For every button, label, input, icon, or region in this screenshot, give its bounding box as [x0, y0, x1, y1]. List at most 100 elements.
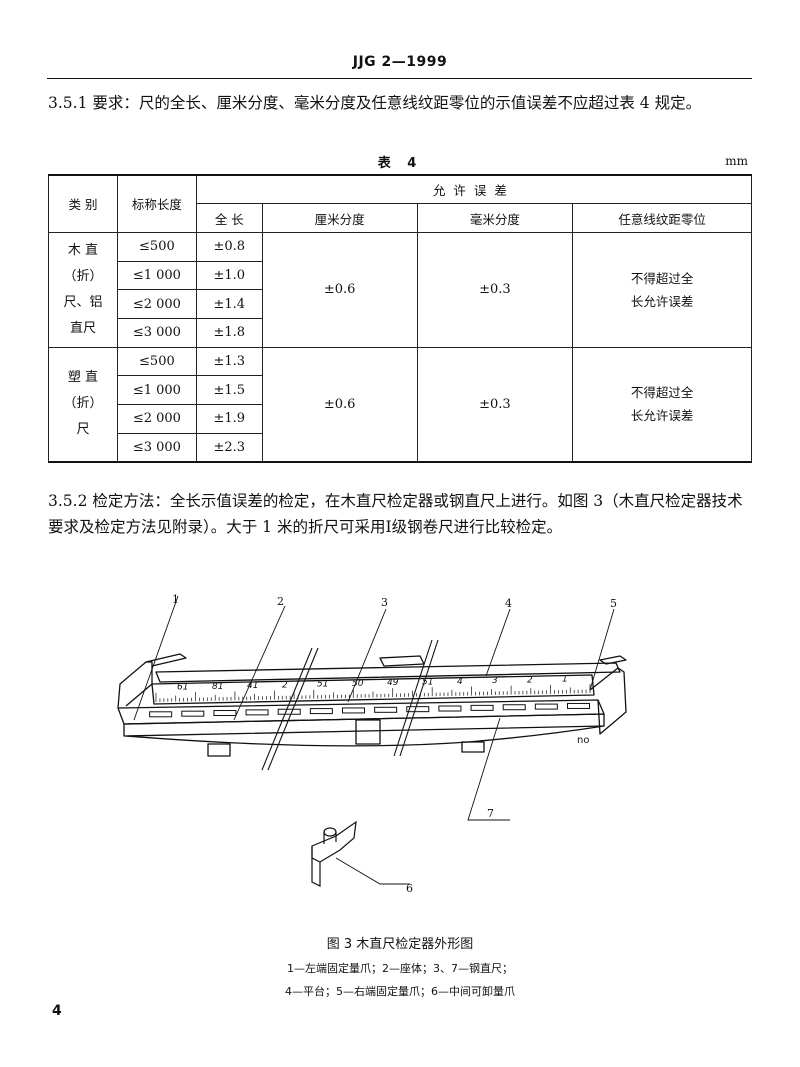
category-line: 尺、铝 [63, 294, 103, 310]
nominal-length-cell: ≤1 000 [116, 375, 197, 405]
header-category: 类 别 [48, 174, 118, 233]
right-fixed-jaw-bracket [599, 655, 627, 665]
base-slot [534, 703, 558, 710]
base-slot [181, 710, 205, 717]
figure-caption: 图 3 木直尺检定器外形图 [326, 937, 474, 952]
figure-legend-line: 4—平台；5—右端固定量爪；6—中间可卸量爪 [285, 985, 515, 998]
base-slot [309, 708, 333, 715]
error-table: 类 别 标称长度 允许误差 全 长 厘米分度 毫米分度 任意线纹距零位 木 直 … [48, 174, 753, 463]
scale-number: 41 [247, 681, 258, 691]
full-length-error-cell: ±1.5 [195, 375, 263, 405]
nominal-length-cell: ≤3 000 [116, 317, 197, 348]
leader-line-4 [485, 608, 511, 677]
base-slot [438, 705, 462, 712]
leader-line-1 [133, 595, 179, 721]
table-row: ≤1 000 ±1.0 [49, 260, 752, 291]
leader-line-6 [335, 857, 410, 885]
platform-top [155, 662, 621, 683]
table-caption: 表 4 [377, 156, 423, 171]
right-fixed-jaw [589, 667, 627, 735]
base-underside [125, 725, 605, 747]
leader-line-7 [467, 717, 510, 821]
remark-line: 不得超过全 [630, 385, 694, 401]
table-unit: mm [725, 154, 748, 168]
scale-number: 4 [457, 677, 463, 687]
base-slot [470, 704, 494, 711]
callout-2: 2 [277, 595, 284, 608]
base-slots [149, 702, 590, 718]
page-number: 4 [52, 1003, 62, 1019]
scale-number: 3 [492, 676, 498, 686]
mm-division-error-cell: ±0.3 [416, 231, 574, 348]
full-length-error-cell: ±1.3 [195, 346, 263, 377]
scale-number: 1 [562, 675, 568, 685]
scale-number: 50 [352, 679, 364, 689]
base-slot [406, 706, 430, 713]
middle-removable-jaw [311, 820, 357, 887]
left-fixed-jaw [117, 661, 153, 709]
leader-line-5 [589, 608, 615, 691]
table-row: ≤3 000 ±2.3 [49, 432, 752, 463]
remark-line: 长允许误差 [630, 293, 694, 309]
table-row: ≤3 000 ±1.8 [49, 317, 752, 348]
full-length-error-cell: ±1.4 [195, 289, 263, 319]
nominal-length-cell: ≤2 000 [116, 404, 197, 434]
category-plastic: 塑 直 （折） 尺 [48, 346, 118, 463]
base-slot [374, 706, 398, 713]
figure-legend-line: 1—左端固定量爪；2—座体；3、7—钢直尺； [287, 962, 513, 975]
category-line: 直尺 [69, 320, 96, 336]
scale-strip [151, 674, 595, 705]
section-3-5-2: 3.5.2 检定方法：全长示值误差的检定，在木直尺检定器或钢直尺上进行。如图 3… [48, 492, 743, 536]
base-foot [207, 743, 231, 757]
callout-3: 3 [381, 596, 388, 609]
leader-line-3 [347, 608, 387, 703]
header-mm-division: 毫米分度 [416, 203, 574, 233]
header-rule [47, 78, 752, 79]
category-line: 木 直 [67, 242, 99, 258]
base-slot [245, 709, 269, 716]
category-line: 尺 [76, 422, 90, 438]
category-line: 塑 直 [67, 370, 99, 386]
callout-5: 5 [610, 597, 617, 610]
steel-rule-left [261, 647, 319, 771]
middle-block [355, 719, 381, 745]
left-fixed-jaw-top [145, 653, 187, 667]
callout-6: 6 [406, 882, 413, 895]
scale-number: 51 [317, 680, 328, 690]
base-slot [567, 702, 590, 709]
cm-division-error-cell: ±0.6 [261, 346, 418, 463]
table-header-row: 类 别 标称长度 允许误差 [48, 174, 753, 233]
table-subheader-row: 全 长 厘米分度 毫米分度 任意线纹距零位 [49, 203, 752, 233]
category-line: （折） [63, 268, 103, 284]
callout-4: 4 [505, 597, 512, 610]
base-slot [149, 711, 173, 718]
callout-7: 7 [487, 807, 494, 820]
header-allowed-error: 允许误差 [195, 174, 753, 205]
cm-division-error-cell: ±0.6 [261, 231, 418, 348]
mm-division-error-cell: ±0.3 [416, 346, 574, 463]
full-length-error-cell: ±2.3 [195, 432, 263, 463]
nominal-length-cell: ≤3 000 [116, 432, 197, 463]
full-length-error-cell: ±1.8 [195, 317, 263, 348]
nominal-length-cell: ≤2 000 [116, 289, 197, 319]
base-slot [342, 707, 365, 714]
base-slot [502, 704, 526, 711]
scale-number: 51 [422, 677, 433, 687]
any-line-error-cell: 不得超过全 长允许误差 [572, 346, 752, 463]
scale-number: 61 [177, 683, 188, 693]
table-row: ≤2 000 ±1.4 [49, 289, 752, 319]
leader-line-2 [233, 605, 286, 721]
base-slot [213, 710, 237, 717]
header-cm-division: 厘米分度 [261, 203, 418, 233]
table-row: 木 直 （折） 尺、铝 直尺 ≤500 ±0.8 ±0.6 ±0.3 不得超过全… [48, 231, 752, 348]
nominal-length-cell: ≤500 [116, 231, 197, 262]
jaw-marking: no [577, 735, 589, 746]
full-length-error-cell: ±1.9 [195, 404, 263, 434]
scale-number: 2 [282, 680, 288, 690]
header-any-line: 任意线纹距零位 [572, 203, 752, 233]
any-line-error-cell: 不得超过全 长允许误差 [572, 231, 752, 348]
scale-number: 81 [212, 682, 223, 692]
